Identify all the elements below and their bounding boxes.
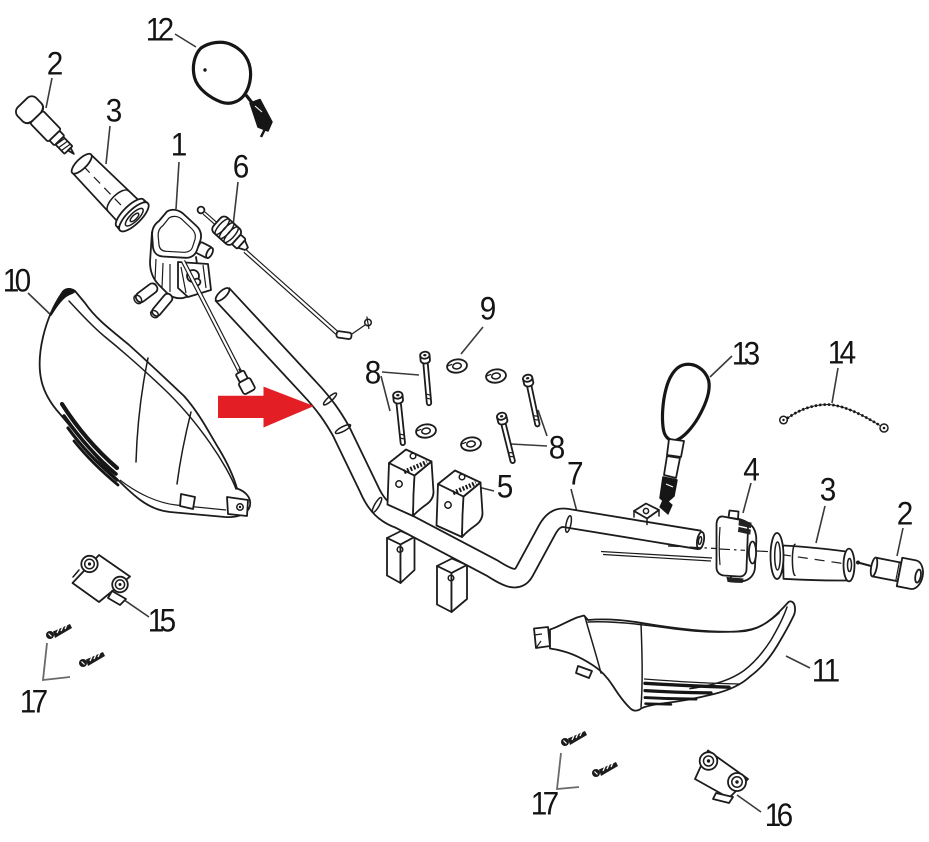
svg-text:16: 16 bbox=[765, 797, 793, 833]
svg-text:4: 4 bbox=[743, 451, 760, 487]
svg-text:3: 3 bbox=[106, 92, 123, 128]
svg-text:14: 14 bbox=[828, 334, 856, 370]
svg-text:2: 2 bbox=[47, 45, 64, 81]
svg-text:5: 5 bbox=[497, 468, 514, 504]
svg-text:9: 9 bbox=[480, 290, 497, 326]
svg-text:8: 8 bbox=[549, 429, 566, 465]
svg-text:8: 8 bbox=[365, 354, 382, 390]
svg-text:1: 1 bbox=[171, 126, 188, 162]
svg-text:2: 2 bbox=[897, 495, 914, 531]
svg-text:7: 7 bbox=[567, 455, 584, 491]
svg-text:3: 3 bbox=[820, 471, 837, 507]
svg-text:17: 17 bbox=[20, 683, 48, 719]
svg-text:13: 13 bbox=[732, 335, 760, 371]
svg-text:17: 17 bbox=[531, 785, 559, 821]
svg-text:6: 6 bbox=[233, 148, 250, 184]
svg-text:10: 10 bbox=[3, 262, 31, 298]
svg-text:11: 11 bbox=[812, 652, 840, 688]
svg-text:12: 12 bbox=[146, 11, 174, 47]
svg-text:15: 15 bbox=[148, 602, 176, 638]
